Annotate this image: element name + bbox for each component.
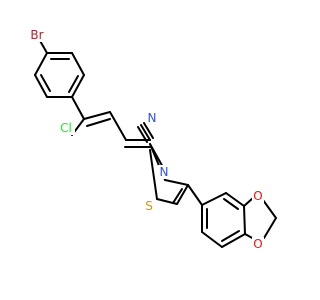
atom-n-nitrile: N bbox=[146, 111, 158, 125]
atom-cl: Cl bbox=[57, 121, 75, 135]
atom-o-bottom: O bbox=[252, 237, 264, 251]
molecule-structure: Br Cl N N S O O bbox=[27, 28, 277, 251]
benzodioxole-ring bbox=[187, 184, 277, 248]
atom-br-label: Br bbox=[30, 28, 43, 42]
atom-o-bottom-label: O bbox=[253, 237, 262, 251]
atom-br: Br bbox=[27, 28, 47, 42]
atom-o-top: O bbox=[252, 189, 264, 203]
alkene-chain bbox=[71, 96, 154, 148]
bromophenyl-ring bbox=[34, 52, 85, 98]
atom-o-top-label: O bbox=[253, 189, 262, 203]
atom-s-label: S bbox=[145, 199, 153, 213]
atom-n-thiazole-label: N bbox=[160, 165, 169, 179]
atom-s: S bbox=[143, 199, 155, 213]
atom-n-thiazole: N bbox=[158, 165, 170, 179]
atom-cl-label: Cl bbox=[60, 121, 72, 135]
atom-n-nitrile-label: N bbox=[148, 111, 157, 125]
